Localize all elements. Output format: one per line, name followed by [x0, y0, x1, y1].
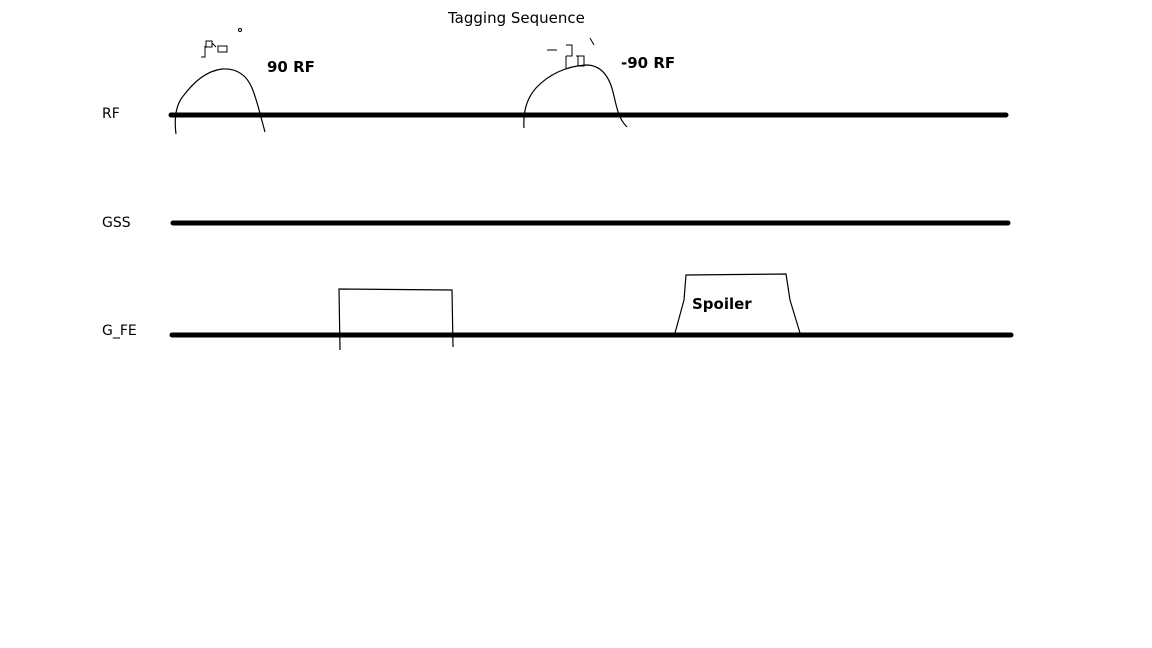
- rf-pulse-minus-90-mark: [547, 37, 595, 68]
- gfe-gradient-lobe: [338, 288, 454, 351]
- label-90-rf: 90 RF: [267, 58, 315, 76]
- row-label-gfe: G_FE: [102, 323, 137, 339]
- spoiler-gradient: [674, 273, 801, 334]
- diagram-title: Tagging Sequence: [448, 9, 585, 27]
- rf-pulse-90-mark: [201, 40, 217, 58]
- rf-pulse-90-mark-dot: [238, 28, 242, 32]
- rf-pulse-minus-90: [523, 64, 628, 129]
- row-label-rf: RF: [102, 106, 120, 122]
- label-spoiler: Spoiler: [692, 295, 752, 313]
- label-minus-90-rf: -90 RF: [621, 54, 676, 72]
- rf-pulse-90-mark-box: [217, 45, 228, 53]
- rf-pulse-90: [174, 68, 266, 135]
- row-label-gss: GSS: [102, 215, 131, 231]
